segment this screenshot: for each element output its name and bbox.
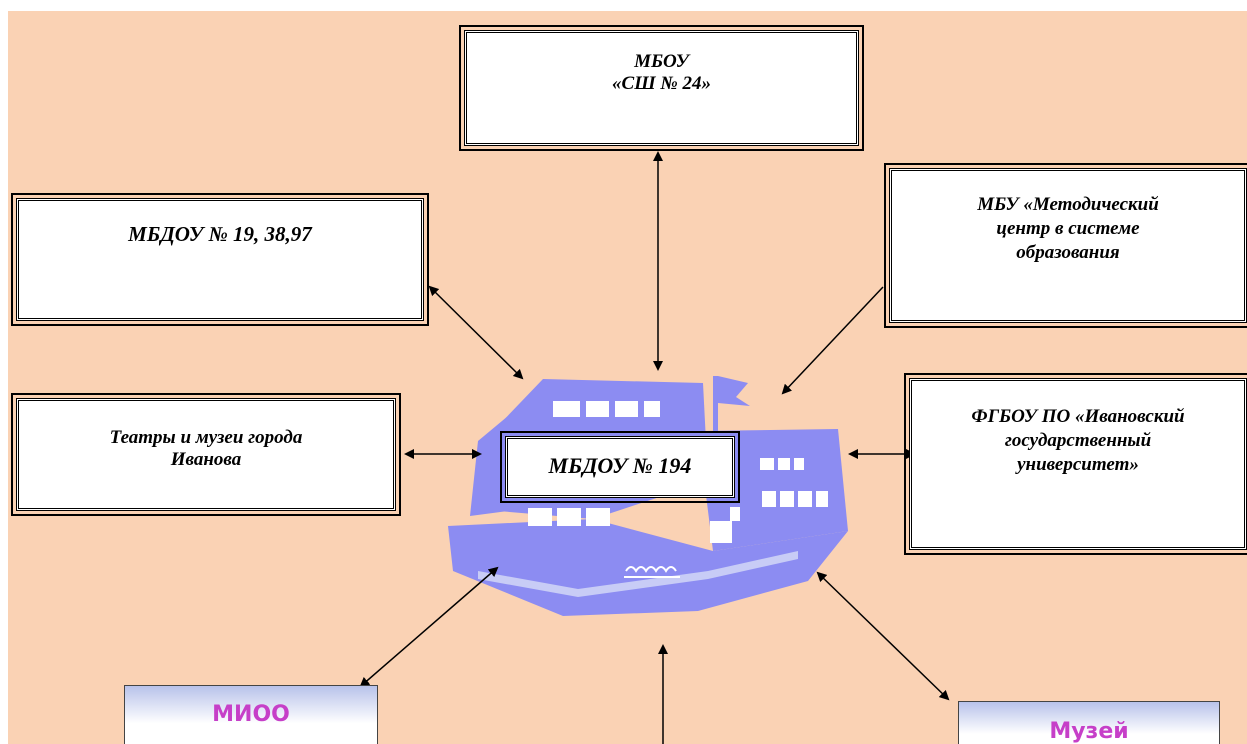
node-method-center: МБУ «Методический центр в системе образо… — [884, 163, 1247, 328]
node-center-label: МБДОУ № 194 — [548, 453, 692, 478]
node-university: ФГБОУ ПО «Ивановский государственный уни… — [904, 373, 1247, 555]
node-kindergartens-label: МБДОУ № 19, 38,97 — [128, 222, 312, 246]
node-center: МБДОУ № 194 — [500, 431, 740, 503]
node-method-center-line2: центр в системе — [996, 218, 1140, 239]
node-school-line2: «СШ № 24» — [612, 73, 711, 94]
node-theaters-line1: Театры и музеи города — [109, 427, 303, 448]
diagram-canvas: МБОУ «СШ № 24» МБДОУ № 19, 38,97 МБУ «Ме… — [8, 11, 1247, 744]
node-method-center-line3: образования — [1016, 242, 1120, 263]
node-university-line1: ФГБОУ ПО «Ивановский — [971, 406, 1185, 427]
node-school: МБОУ «СШ № 24» — [459, 25, 864, 151]
node-museum: Музей — [958, 701, 1220, 744]
node-university-line2: государственный — [1004, 430, 1152, 451]
arrow-mioo — [359, 566, 499, 688]
arrow-kindergartens — [428, 285, 524, 380]
node-mioo: МИОО — [124, 685, 378, 744]
node-theaters-line2: Иванова — [170, 449, 242, 470]
node-method-center-line1: МБУ «Методический — [977, 194, 1159, 215]
node-theaters: Театры и музеи города Иванова — [11, 393, 401, 516]
node-museum-label: Музей — [1049, 719, 1129, 744]
arrow-museum — [816, 571, 950, 701]
node-mioo-label: МИОО — [212, 702, 290, 727]
connection-arrows — [359, 151, 950, 744]
node-school-line1: МБОУ — [634, 51, 689, 72]
node-university-line3: университет» — [1017, 454, 1139, 475]
node-kindergartens: МБДОУ № 19, 38,97 — [11, 193, 429, 326]
arrow-method-center — [781, 286, 884, 395]
